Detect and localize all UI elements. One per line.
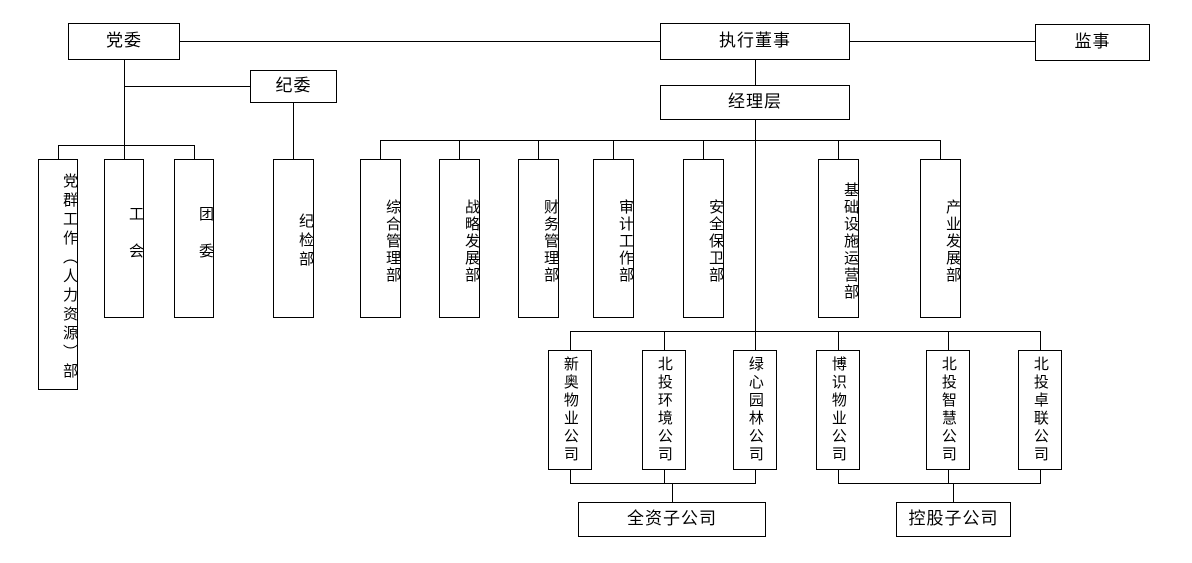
connector-hold-up-3 (1040, 470, 1041, 483)
connector-sub-drop-5 (948, 331, 949, 350)
department-2-label: 战略发展部 (463, 198, 480, 284)
supervisor-label: 监事 (1074, 32, 1111, 52)
connector-subsidiaries-bus (570, 331, 1040, 332)
connector-sub-drop-6 (1040, 331, 1041, 350)
box-holding-company-1[interactable]: 博识物业公司 (816, 350, 860, 470)
connector-dept-drop-5 (703, 140, 704, 159)
connector-wo-bus (570, 483, 756, 484)
wholly-owned-company-2-label: 北投环境公司 (655, 356, 673, 464)
holding-company-3-label: 北投卓联公司 (1031, 356, 1049, 464)
box-party-unit-2[interactable]: 工会 (104, 159, 144, 318)
wholly-owned-group-label-text: 全资子公司 (627, 509, 717, 529)
box-wholly-owned-company-2[interactable]: 北投环境公司 (642, 350, 686, 470)
box-supervisor[interactable]: 监事 (1035, 24, 1150, 61)
connector-party-to-director (180, 41, 660, 42)
connector-wo-up-2 (664, 470, 665, 483)
connector-sub-drop-3 (755, 331, 756, 350)
box-wholly-owned-company-1[interactable]: 新奥物业公司 (548, 350, 592, 470)
box-party-unit-3[interactable]: 团委 (174, 159, 214, 318)
connector-hold-bus (838, 483, 1041, 484)
box-department-5[interactable]: 安全保卫部 (683, 159, 724, 318)
discipline-committee-label: 纪委 (275, 76, 312, 96)
connector-director-to-supervisor (850, 41, 1035, 42)
connector-party-unit-drop-3 (194, 145, 195, 159)
connector-wo-up-1 (570, 470, 571, 483)
connector-management-trunk (755, 120, 756, 331)
connector-dept-drop-2 (459, 140, 460, 159)
connector-departments-bus (380, 140, 940, 141)
party-unit-3-label: 团委 (197, 205, 214, 280)
box-party-committee[interactable]: 党委 (68, 23, 180, 60)
box-department-6[interactable]: 基础设施运营部 (818, 159, 859, 318)
box-holding-company-3[interactable]: 北投卓联公司 (1018, 350, 1062, 470)
box-wholly-owned-group-label[interactable]: 全资子公司 (578, 502, 766, 537)
connector-sub-drop-4 (838, 331, 839, 350)
connector-party-unit-drop-1 (58, 145, 59, 159)
connector-party-trunk (124, 60, 125, 145)
management-level-label: 经理层 (728, 92, 782, 112)
department-3-label: 财务管理部 (542, 198, 559, 284)
box-holding-company-2[interactable]: 北投智慧公司 (926, 350, 970, 470)
box-department-4[interactable]: 审计工作部 (593, 159, 634, 318)
box-department-2[interactable]: 战略发展部 (439, 159, 480, 318)
holding-company-2-label: 北投智慧公司 (939, 356, 957, 464)
connector-dept-drop-6 (838, 140, 839, 159)
connector-dept-drop-1 (380, 140, 381, 159)
connector-dept-drop-4 (613, 140, 614, 159)
department-6-label: 基础设施运营部 (842, 181, 859, 301)
connector-party-unit-drop-2 (124, 145, 125, 159)
box-department-7[interactable]: 产业发展部 (920, 159, 961, 318)
holding-company-1-label: 博识物业公司 (829, 356, 847, 464)
box-wholly-owned-company-3[interactable]: 绿心园林公司 (733, 350, 777, 470)
connector-wo-up-3 (755, 470, 756, 483)
connector-dept-drop-3 (538, 140, 539, 159)
connector-party-units-bus (58, 145, 194, 146)
wholly-owned-company-1-label: 新奥物业公司 (561, 356, 579, 464)
connector-dept-drop-7 (940, 140, 941, 159)
box-discipline-committee[interactable]: 纪委 (250, 70, 337, 103)
party-unit-1-label: 党群工作（人力资源）部 (61, 173, 78, 382)
discipline-unit-1-label: 纪检部 (297, 213, 314, 270)
box-holding-group-label[interactable]: 控股子公司 (896, 502, 1011, 537)
department-1-label: 综合管理部 (384, 198, 401, 284)
connector-hold-up-1 (838, 470, 839, 483)
wholly-owned-company-3-label: 绿心园林公司 (746, 356, 764, 464)
box-department-1[interactable]: 综合管理部 (360, 159, 401, 318)
executive-director-label: 执行董事 (719, 31, 791, 51)
connector-sub-drop-2 (664, 331, 665, 350)
connector-director-to-management (755, 60, 756, 85)
connector-discipline-to-unit (293, 103, 294, 159)
connector-hold-up-2 (948, 470, 949, 483)
holding-group-label-text: 控股子公司 (908, 509, 999, 529)
connector-party-to-discipline (124, 86, 250, 87)
box-party-unit-1[interactable]: 党群工作（人力资源）部 (38, 159, 78, 390)
party-unit-2-label: 工会 (127, 205, 144, 280)
box-executive-director[interactable]: 执行董事 (660, 23, 850, 60)
department-7-label: 产业发展部 (944, 198, 961, 284)
party-committee-label: 党委 (106, 31, 142, 51)
connector-sub-drop-1 (570, 331, 571, 350)
department-4-label: 审计工作部 (617, 198, 634, 284)
connector-wo-to-label (672, 483, 673, 502)
box-department-3[interactable]: 财务管理部 (518, 159, 559, 318)
box-management-level[interactable]: 经理层 (660, 85, 850, 120)
box-discipline-unit-1[interactable]: 纪检部 (273, 159, 314, 318)
department-5-label: 安全保卫部 (707, 198, 724, 284)
connector-hold-to-label (953, 483, 954, 502)
